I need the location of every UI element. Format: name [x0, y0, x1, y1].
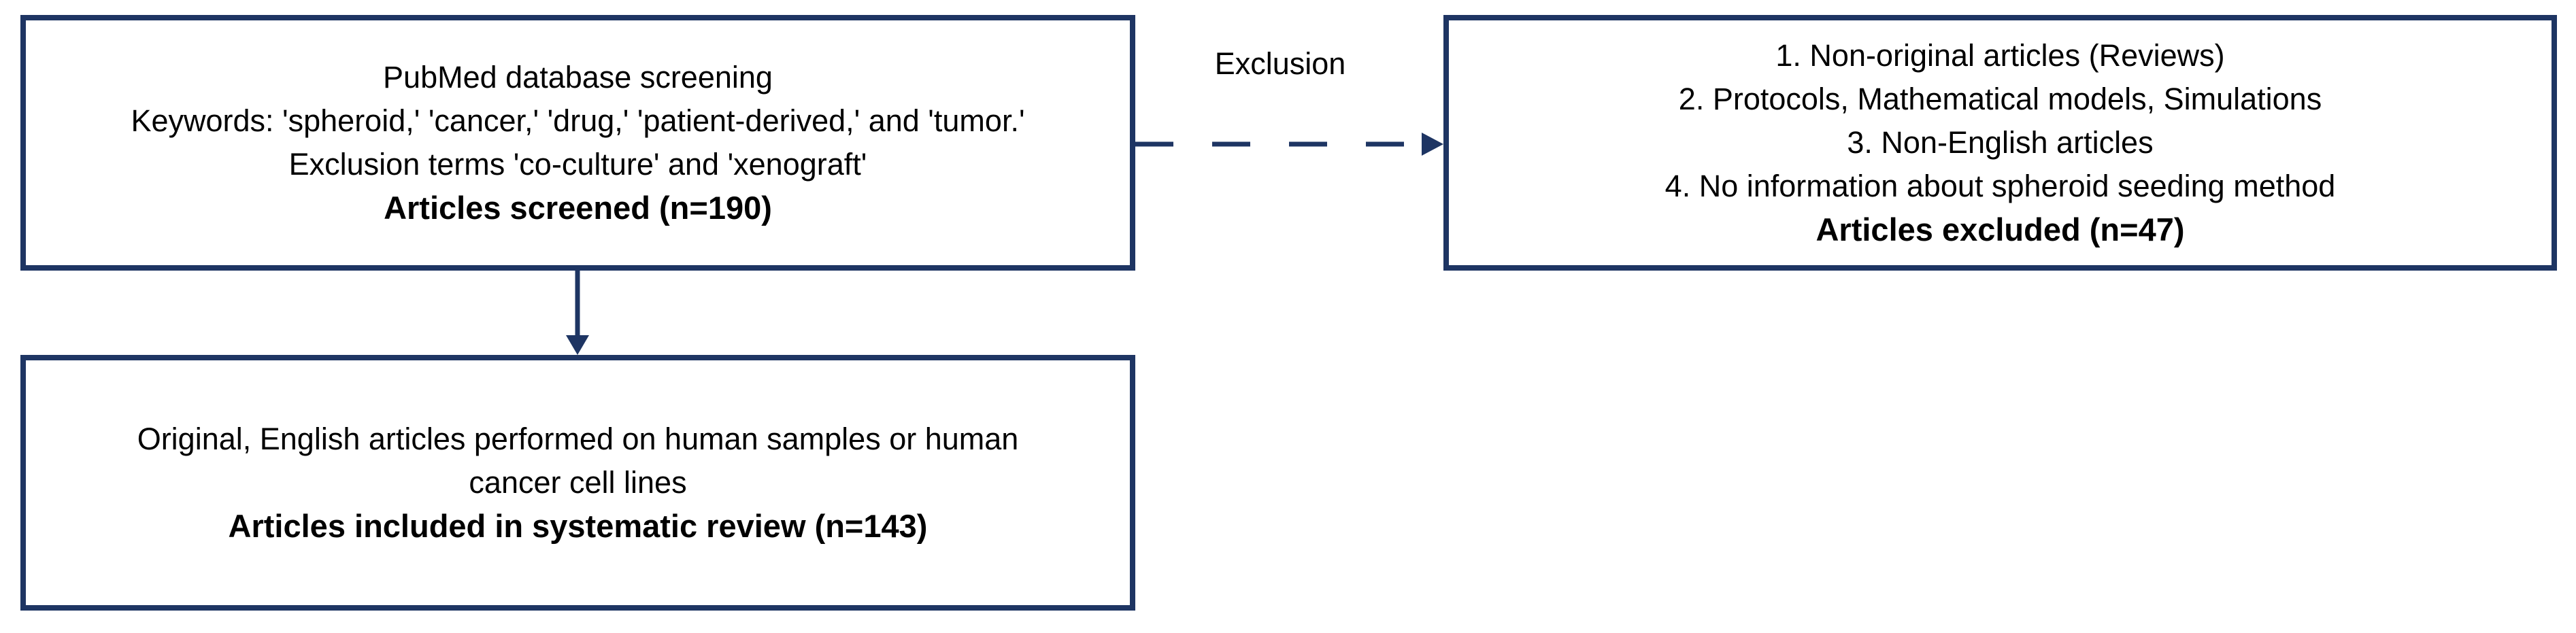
included-box: Original, English articles performed on …	[20, 355, 1135, 611]
excluded-reason-2: 2. Protocols, Mathematical models, Simul…	[1678, 82, 2322, 116]
screening-line-1: PubMed database screening	[383, 60, 773, 95]
screening-line-3: Exclusion terms 'co-culture' and 'xenogr…	[288, 147, 867, 182]
included-line-2: cancer cell lines	[469, 465, 687, 500]
included-result: Articles included in systematic review (…	[228, 508, 928, 544]
exclusion-arrow-label: Exclusion	[1214, 46, 1346, 81]
excluded-box: 1. Non-original articles (Reviews) 2. Pr…	[1443, 15, 2557, 271]
screening-result: Articles screened (n=190)	[384, 190, 772, 226]
included-line-1: Original, English articles performed on …	[137, 422, 1019, 456]
excluded-reason-4: 4. No information about spheroid seeding…	[1665, 169, 2336, 203]
excluded-reason-3: 3. Non-English articles	[1847, 125, 2154, 160]
screening-box: PubMed database screening Keywords: 'sph…	[20, 15, 1135, 271]
screening-line-2: Keywords: 'spheroid,' 'cancer,' 'drug,' …	[131, 103, 1025, 138]
excluded-reason-1: 1. Non-original articles (Reviews)	[1775, 38, 2225, 73]
included-arrow-head	[566, 335, 589, 355]
exclusion-arrow-head	[1422, 133, 1443, 156]
excluded-result: Articles excluded (n=47)	[1816, 211, 2185, 247]
